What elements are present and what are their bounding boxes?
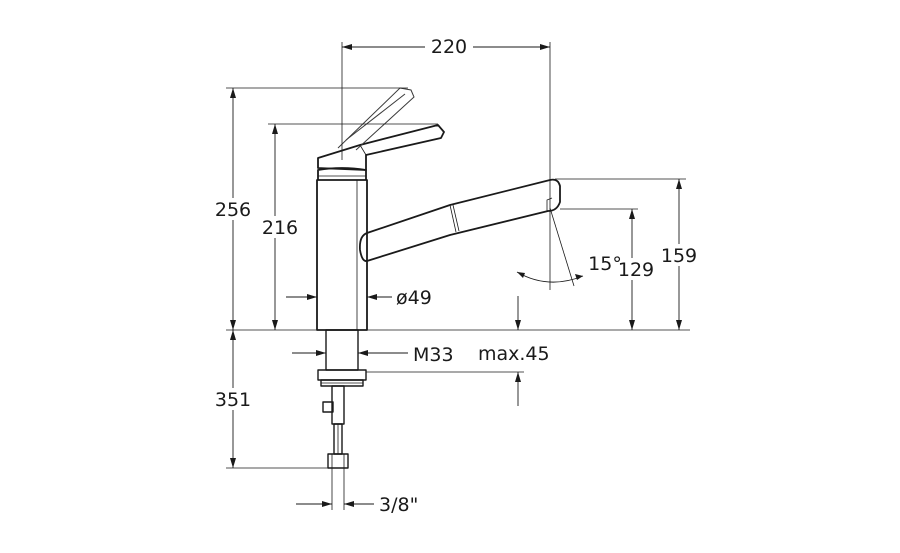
dimension-max-45-label: max.45 <box>478 343 550 365</box>
dimension-diameter-49-label: ø49 <box>396 287 432 309</box>
dimension-m33-label: M33 <box>413 344 454 366</box>
dimension-m33 <box>292 350 408 356</box>
dimension-diameter-49 <box>286 294 392 300</box>
mounting-stud <box>317 329 367 387</box>
dimension-220 <box>341 35 551 290</box>
dimension-15-degree <box>516 207 584 287</box>
dimension-15-degree-label: 15° <box>588 253 622 275</box>
supply-hose <box>322 385 349 469</box>
dimension-159-label: 159 <box>661 245 697 267</box>
dimension-129-label: 129 <box>618 259 654 281</box>
dimension-220-label: 220 <box>431 36 467 58</box>
dimension-3-8-inch-label: 3/8" <box>379 494 418 516</box>
lever-ghost-raised <box>337 87 415 151</box>
dimension-256-label: 256 <box>215 199 251 221</box>
dimension-351 <box>210 330 328 469</box>
dimension-159 <box>555 178 702 330</box>
dimension-351-label: 351 <box>215 389 251 411</box>
dimension-216 <box>258 123 438 330</box>
pull-out-spout <box>358 178 561 262</box>
dimension-max-45 <box>366 296 524 406</box>
dimension-129 <box>560 208 654 330</box>
lever-handle <box>317 124 445 171</box>
dimension-3-8-inch <box>296 468 374 510</box>
dimension-216-label: 216 <box>262 217 298 239</box>
dimension-256 <box>210 87 408 330</box>
